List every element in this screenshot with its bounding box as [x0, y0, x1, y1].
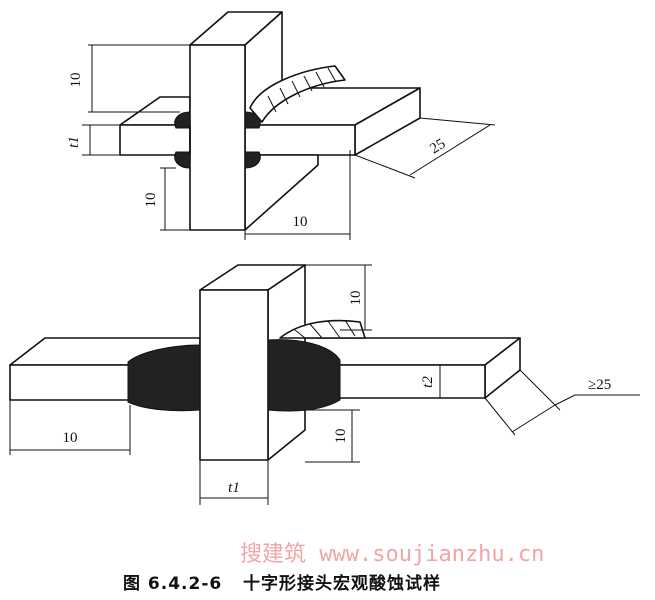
dim-bottom-height-label: 10 — [143, 193, 159, 208]
dim-bottom-height-label: 10 — [333, 429, 349, 444]
dim-width-label: 10 — [293, 214, 308, 230]
caption-title: 十字形接头宏观酸蚀试样 — [242, 574, 441, 594]
weld-ripple-lines — [294, 319, 356, 339]
dim-t2-label: t2 — [420, 376, 436, 388]
caption-number: 图 6.4.2-6 — [123, 574, 223, 594]
dim-left-length-label: 10 — [63, 430, 78, 446]
bottom-specimen — [9, 264, 521, 461]
weld-section — [244, 111, 261, 129]
figure-caption: 图 6.4.2-6 十字形接头宏观酸蚀试样 — [123, 573, 441, 595]
weld-section — [244, 151, 261, 169]
watermark: 搜建筑 www.soujianzhu.cn — [240, 542, 545, 567]
weld-bead — [279, 319, 366, 339]
dim-depth-label: 25 — [427, 136, 448, 158]
left-plate-front-face — [119, 124, 191, 156]
top-dimensions — [82, 44, 496, 240]
weld-section — [174, 151, 191, 169]
bottom-dimensions — [9, 264, 640, 505]
vertical-plate-front-face — [199, 289, 269, 461]
right-plate-front-face — [244, 124, 356, 156]
weld-macro-right — [267, 339, 341, 412]
dim-t1-label: t1 — [66, 136, 82, 148]
top-specimen — [119, 11, 421, 231]
dim-min-length-label: ≥25 — [588, 377, 611, 393]
dim-top-height-label: 10 — [68, 73, 84, 88]
weld-macro-left — [127, 344, 201, 412]
dim-bottom-top-height-label: 10 — [348, 291, 364, 306]
vertical-plate-front-face — [189, 44, 246, 231]
weld-section — [174, 111, 191, 129]
weld-ripple-lines — [267, 67, 337, 113]
dim-t1-label: t1 — [228, 480, 240, 496]
